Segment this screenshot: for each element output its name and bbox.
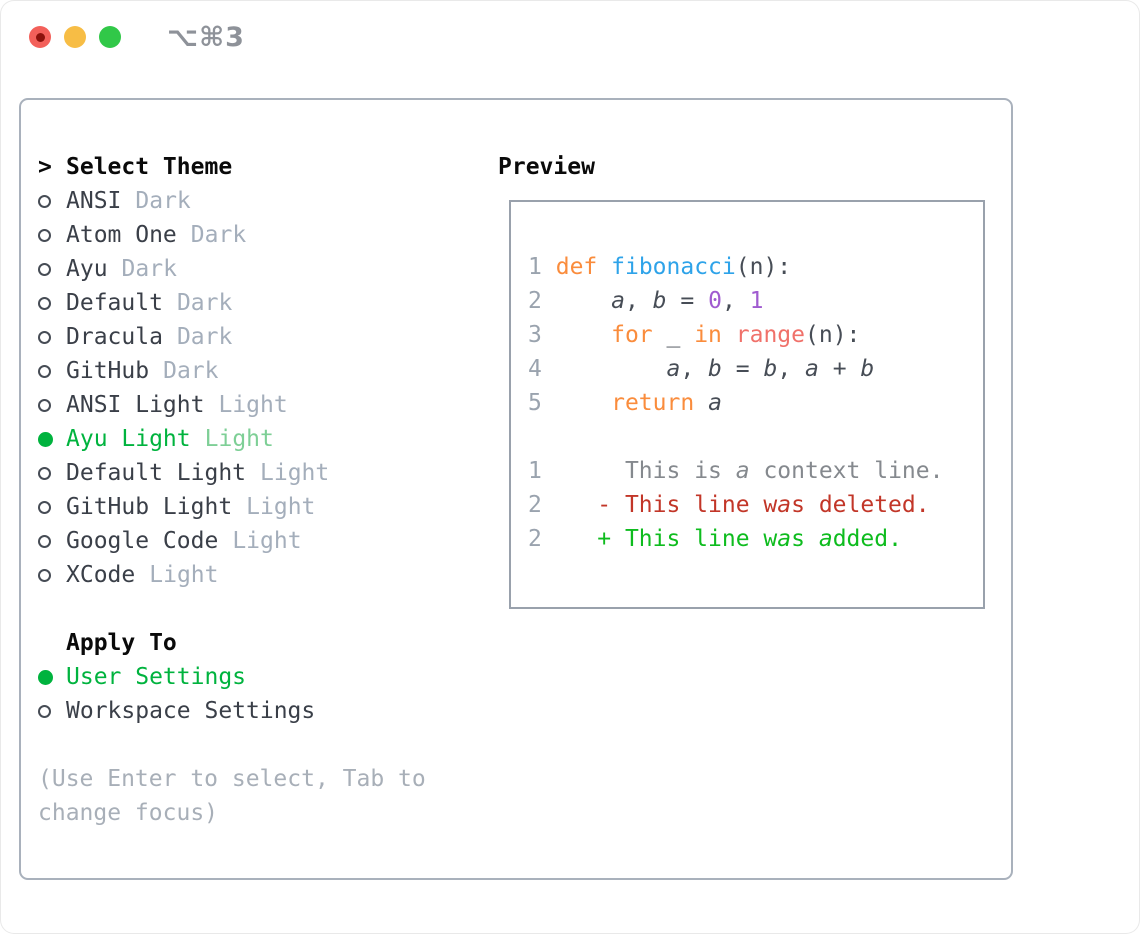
option-variant-label: Light (246, 494, 316, 520)
option-variant-label: Light (204, 426, 274, 452)
minimize-button[interactable] (64, 26, 86, 48)
radio-icon (38, 398, 51, 412)
titlebar: ⌥⌘3 (0, 0, 1140, 74)
preview-title: Preview (498, 154, 595, 180)
option-variant-label: Light (260, 460, 330, 486)
apply-option-workspace-settings[interactable]: Workspace Settings (38, 694, 483, 728)
preview-line: 5 return a (528, 390, 722, 416)
theme-option-atom-one[interactable]: Atom One Dark (38, 218, 483, 252)
preview-line: 3 for _ in range(n): (528, 322, 861, 348)
close-button[interactable] (29, 26, 51, 48)
option-label: Ayu (66, 256, 108, 282)
select-theme-header: > Select Theme (38, 150, 483, 184)
hint-text: (Use Enter to select, Tab to change focu… (38, 766, 426, 826)
theme-option-ayu[interactable]: Ayu Dark (38, 252, 483, 286)
radio-icon (38, 296, 51, 310)
theme-option-default[interactable]: Default Dark (38, 286, 483, 320)
apply-to-title: Apply To (66, 630, 177, 656)
option-variant-label: Light (218, 392, 288, 418)
preview-line (528, 420, 983, 454)
preview-header: Preview (498, 150, 998, 184)
radio-icon (38, 262, 51, 276)
preview-line: 4 a, b = b, a + b (528, 356, 875, 382)
apply-to-header: Apply To (38, 626, 483, 660)
radio-selected-icon (38, 431, 53, 447)
radio-selected-icon (38, 669, 53, 685)
theme-option-github[interactable]: GitHub Dark (38, 354, 483, 388)
preview-column: Preview 1 def fibonacci(n): 2 a, b = 0, 1… (498, 150, 998, 609)
option-label: Google Code (66, 528, 219, 554)
radio-icon (38, 534, 51, 548)
option-label: XCode (66, 562, 136, 588)
maximize-button[interactable] (99, 26, 121, 48)
radio-icon (38, 704, 51, 718)
option-variant-label: Dark (121, 256, 177, 282)
option-variant-label: Dark (190, 222, 247, 248)
radio-icon (38, 364, 51, 378)
theme-option-dracula[interactable]: Dracula Dark (38, 320, 483, 354)
option-label: Workspace Settings (66, 698, 316, 724)
option-label: Default Light (66, 460, 247, 486)
option-label: ANSI (66, 188, 122, 214)
radio-icon (38, 330, 51, 344)
theme-option-ansi[interactable]: ANSI Dark (38, 184, 483, 218)
radio-icon (38, 228, 51, 242)
option-variant-label: Light (149, 562, 219, 588)
option-label: Default (66, 290, 163, 316)
cursor-arrow-icon: > (38, 154, 52, 180)
select-theme-title: Select Theme (66, 154, 233, 180)
option-variant-label: Dark (163, 358, 219, 384)
preview-line: 1 def fibonacci(n): (528, 254, 792, 280)
radio-icon (38, 194, 51, 208)
option-label: GitHub (66, 358, 150, 384)
theme-option-ayu-light[interactable]: Ayu Light Light (38, 422, 483, 456)
theme-option-github-light[interactable]: GitHub Light Light (38, 490, 483, 524)
radio-icon (38, 568, 51, 582)
option-variant-label: Light (232, 528, 302, 554)
option-label: ANSI Light (66, 392, 205, 418)
radio-icon (38, 466, 51, 480)
preview-code: 1 def fibonacci(n): 2 a, b = 0, 1 3 for _ … (511, 202, 983, 556)
option-variant-label: Dark (176, 290, 233, 316)
radio-icon (38, 500, 51, 514)
theme-option-ansi-light[interactable]: ANSI Light Light (38, 388, 483, 422)
theme-option-xcode[interactable]: XCode Light (38, 558, 483, 592)
window-title: ⌥⌘3 (167, 21, 245, 53)
preview-line: 1 This is a context line. (528, 458, 944, 484)
preview-line: 2 + This line was added. (528, 526, 902, 552)
option-label: Dracula (66, 324, 163, 350)
option-label: User Settings (66, 664, 247, 690)
apply-option-user-settings[interactable]: User Settings (38, 660, 483, 694)
option-variant-label: Dark (135, 188, 191, 214)
theme-option-google-code[interactable]: Google Code Light (38, 524, 483, 558)
preview-line: 2 a, b = 0, 1 (528, 288, 764, 314)
option-variant-label: Dark (176, 324, 233, 350)
preview-line: 2 - This line was deleted. (528, 492, 930, 518)
unsaved-dot-icon (35, 32, 45, 42)
option-label: Atom One (66, 222, 177, 248)
spacer (38, 592, 483, 626)
preview-box: 1 def fibonacci(n): 2 a, b = 0, 1 3 for _ … (509, 200, 985, 609)
option-label: GitHub Light (66, 494, 233, 520)
spacer (38, 728, 483, 762)
option-label: Ayu Light (66, 426, 191, 452)
theme-option-default-light[interactable]: Default Light Light (38, 456, 483, 490)
